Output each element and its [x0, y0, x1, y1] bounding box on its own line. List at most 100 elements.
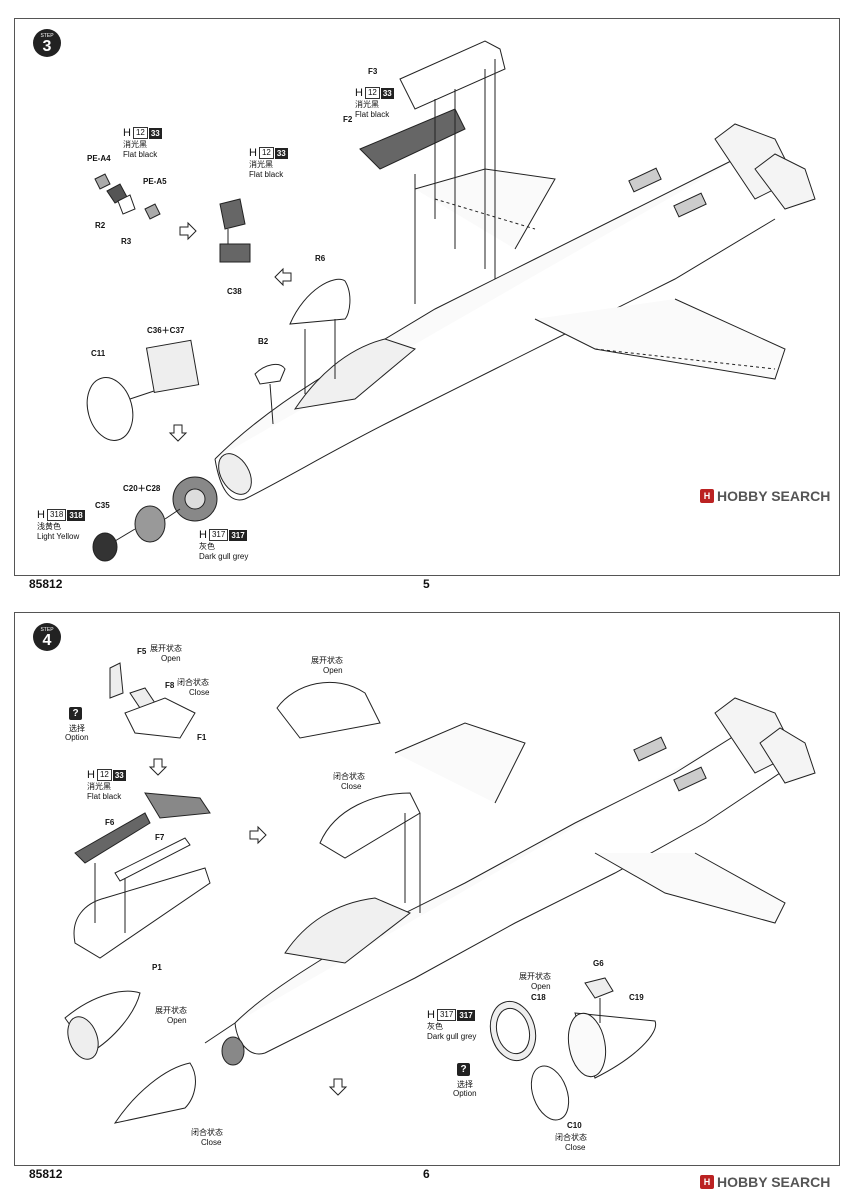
manual-page-6: STEP 4 F5 展开状态 Open F8 闭合状态 Close ? 选择 O… [14, 612, 840, 1181]
paint-code-alt: 33 [148, 127, 162, 139]
paint-name-cn: 消光黑 [123, 140, 147, 149]
open-label-cn: 展开状态 [150, 644, 182, 653]
c10-close-en: Close [565, 1143, 586, 1152]
option-label-en: Option [65, 733, 89, 742]
paint-name-en: Light Yellow [37, 532, 80, 541]
part-label-c35: C35 [95, 501, 110, 510]
paint-code-alt: 317 [457, 1009, 475, 1021]
option2-label-cn: 选择 [457, 1080, 473, 1089]
canopy-open-cn: 展开状态 [311, 656, 343, 665]
watermark-text: HOBBY SEARCH [717, 1174, 831, 1190]
page-number: 5 [423, 577, 430, 591]
nose-open-en: Open [167, 1016, 187, 1025]
paint-h: H [199, 529, 207, 541]
footer-code: 85812 [29, 577, 63, 591]
paint-name-en: Dark gull grey [427, 1032, 477, 1041]
paint-code-alt: 33 [112, 769, 126, 781]
paint-name-cn: 消光黑 [355, 100, 379, 109]
part-label-c11: C11 [91, 349, 106, 358]
nose-close-en: Close [201, 1138, 222, 1147]
paint-name-en: Dark gull grey [199, 552, 249, 561]
paint-code-alt: 318 [67, 509, 85, 521]
option2-label-en: Option [453, 1089, 477, 1098]
part-label-f7: F7 [155, 833, 165, 842]
paint-name-cn: 灰色 [427, 1022, 443, 1031]
part-label-c18: C18 [531, 993, 546, 1002]
paint-name-en: Flat black [249, 170, 284, 179]
manual-page-5: STEP 3 F3 F2 PE-A4 PE-A5 R2 R3 C38 R6 C3… [14, 18, 840, 591]
paint-code: 318 [46, 509, 67, 521]
nose-close-cn: 闭合状态 [191, 1128, 223, 1137]
paint-name-en: Flat black [355, 110, 390, 119]
part-label-pe-a4: PE-A4 [87, 154, 111, 163]
option-question-icon-2: ? [457, 1063, 470, 1076]
paint-code: 317 [436, 1009, 457, 1021]
part-label-g6: G6 [593, 959, 604, 968]
open-label-en: Open [161, 654, 181, 663]
paint-code: 12 [132, 127, 148, 139]
paint-h: H [427, 1009, 435, 1021]
part-label-f1: F1 [197, 733, 207, 742]
part-label-f5: F5 [137, 647, 147, 656]
step-word: STEP [40, 32, 54, 39]
paint-code: 317 [208, 529, 229, 541]
paint-h: H [123, 127, 131, 139]
c18-open-cn: 展开状态 [519, 972, 551, 981]
paint-h: H [87, 769, 95, 781]
paint-name-cn: 消光黑 [87, 782, 111, 791]
part-label-c10: C10 [567, 1121, 582, 1130]
part-label-f2: F2 [343, 115, 353, 124]
option-label-cn: 选择 [69, 724, 85, 733]
paint-name-cn: 灰色 [199, 542, 215, 551]
part-label-f8: F8 [165, 681, 175, 690]
paint-name-en: Flat black [87, 792, 122, 801]
step-number: 3 [42, 37, 52, 55]
paint-code-alt: 317 [229, 529, 247, 541]
watermark-hobby-search-bottom: H HOBBY SEARCH [700, 1174, 830, 1190]
step4-assembly-drawing [64, 662, 816, 1124]
paint-code: 12 [258, 147, 274, 159]
paint-code: 12 [364, 87, 380, 99]
option-question-icon: ? [69, 707, 82, 720]
step3-assembly-drawing [86, 40, 816, 562]
paint-h: H [37, 509, 45, 521]
footer-code: 85812 [29, 1167, 63, 1181]
paint-name-en: Flat black [123, 150, 158, 159]
c10-close-cn: 闭合状态 [555, 1133, 587, 1142]
part-label-c36-c37: C36＋C37 [147, 326, 185, 335]
paint-code-alt: 33 [380, 87, 394, 99]
watermark-text: HOBBY SEARCH [717, 488, 831, 504]
step-word: STEP [40, 626, 54, 633]
hobby-search-logo-icon: H [700, 489, 714, 503]
close-label-en: Close [189, 688, 210, 697]
part-label-p1: P1 [152, 963, 162, 972]
paint-h: H [355, 87, 363, 99]
part-label-c38: C38 [227, 287, 242, 296]
close-label-cn: 闭合状态 [177, 678, 209, 687]
part-label-pe-a5: PE-A5 [143, 177, 167, 186]
paint-name-cn: 消光黑 [249, 160, 273, 169]
canopy-close-en: Close [341, 782, 362, 791]
canopy-open-en: Open [323, 666, 343, 675]
paint-code-alt: 33 [274, 147, 288, 159]
part-label-r2: R2 [95, 221, 106, 230]
part-label-b2: B2 [258, 337, 269, 346]
c18-open-en: Open [531, 982, 551, 991]
part-label-c20-c28: C20＋C28 [123, 484, 161, 493]
part-label-f6: F6 [105, 818, 115, 827]
watermark-hobby-search-top: H HOBBY SEARCH [700, 488, 830, 504]
nose-open-cn: 展开状态 [155, 1006, 187, 1015]
hobby-search-logo-icon: H [700, 1175, 714, 1189]
step-4-badge: STEP 4 [33, 623, 61, 651]
part-label-f3: F3 [368, 67, 378, 76]
part-label-c19: C19 [629, 993, 644, 1002]
paint-name-cn: 浅黄色 [37, 522, 61, 531]
part-label-r6: R6 [315, 254, 326, 263]
page-number: 6 [423, 1167, 430, 1181]
